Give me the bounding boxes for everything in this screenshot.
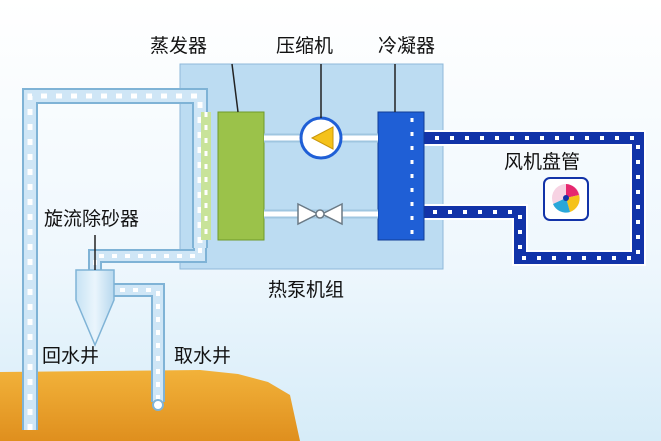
evaporator (217, 111, 265, 241)
fan-icon (543, 177, 589, 221)
indoor-loop-pipe (405, 130, 646, 266)
ground (0, 370, 300, 441)
condenser (377, 111, 425, 241)
compressor-triangle-icon (299, 116, 343, 160)
condenser-label: 冷凝器 (378, 35, 435, 57)
return-well-label: 回水井 (42, 345, 99, 367)
well-pump-icon (152, 399, 164, 411)
evaporator-leader (231, 63, 239, 113)
sand-separator-label: 旋流除砂器 (44, 208, 139, 230)
heat-pump-unit-label: 热泵机组 (268, 279, 344, 301)
supply-well-label: 取水井 (174, 345, 231, 367)
fan-coil-label: 风机盘管 (504, 151, 580, 173)
cyclone-sand-separator (75, 269, 115, 347)
evaporator-label: 蒸发器 (150, 35, 207, 57)
compressor-label: 压缩机 (276, 35, 333, 57)
expansion-valve-icon (297, 202, 343, 226)
